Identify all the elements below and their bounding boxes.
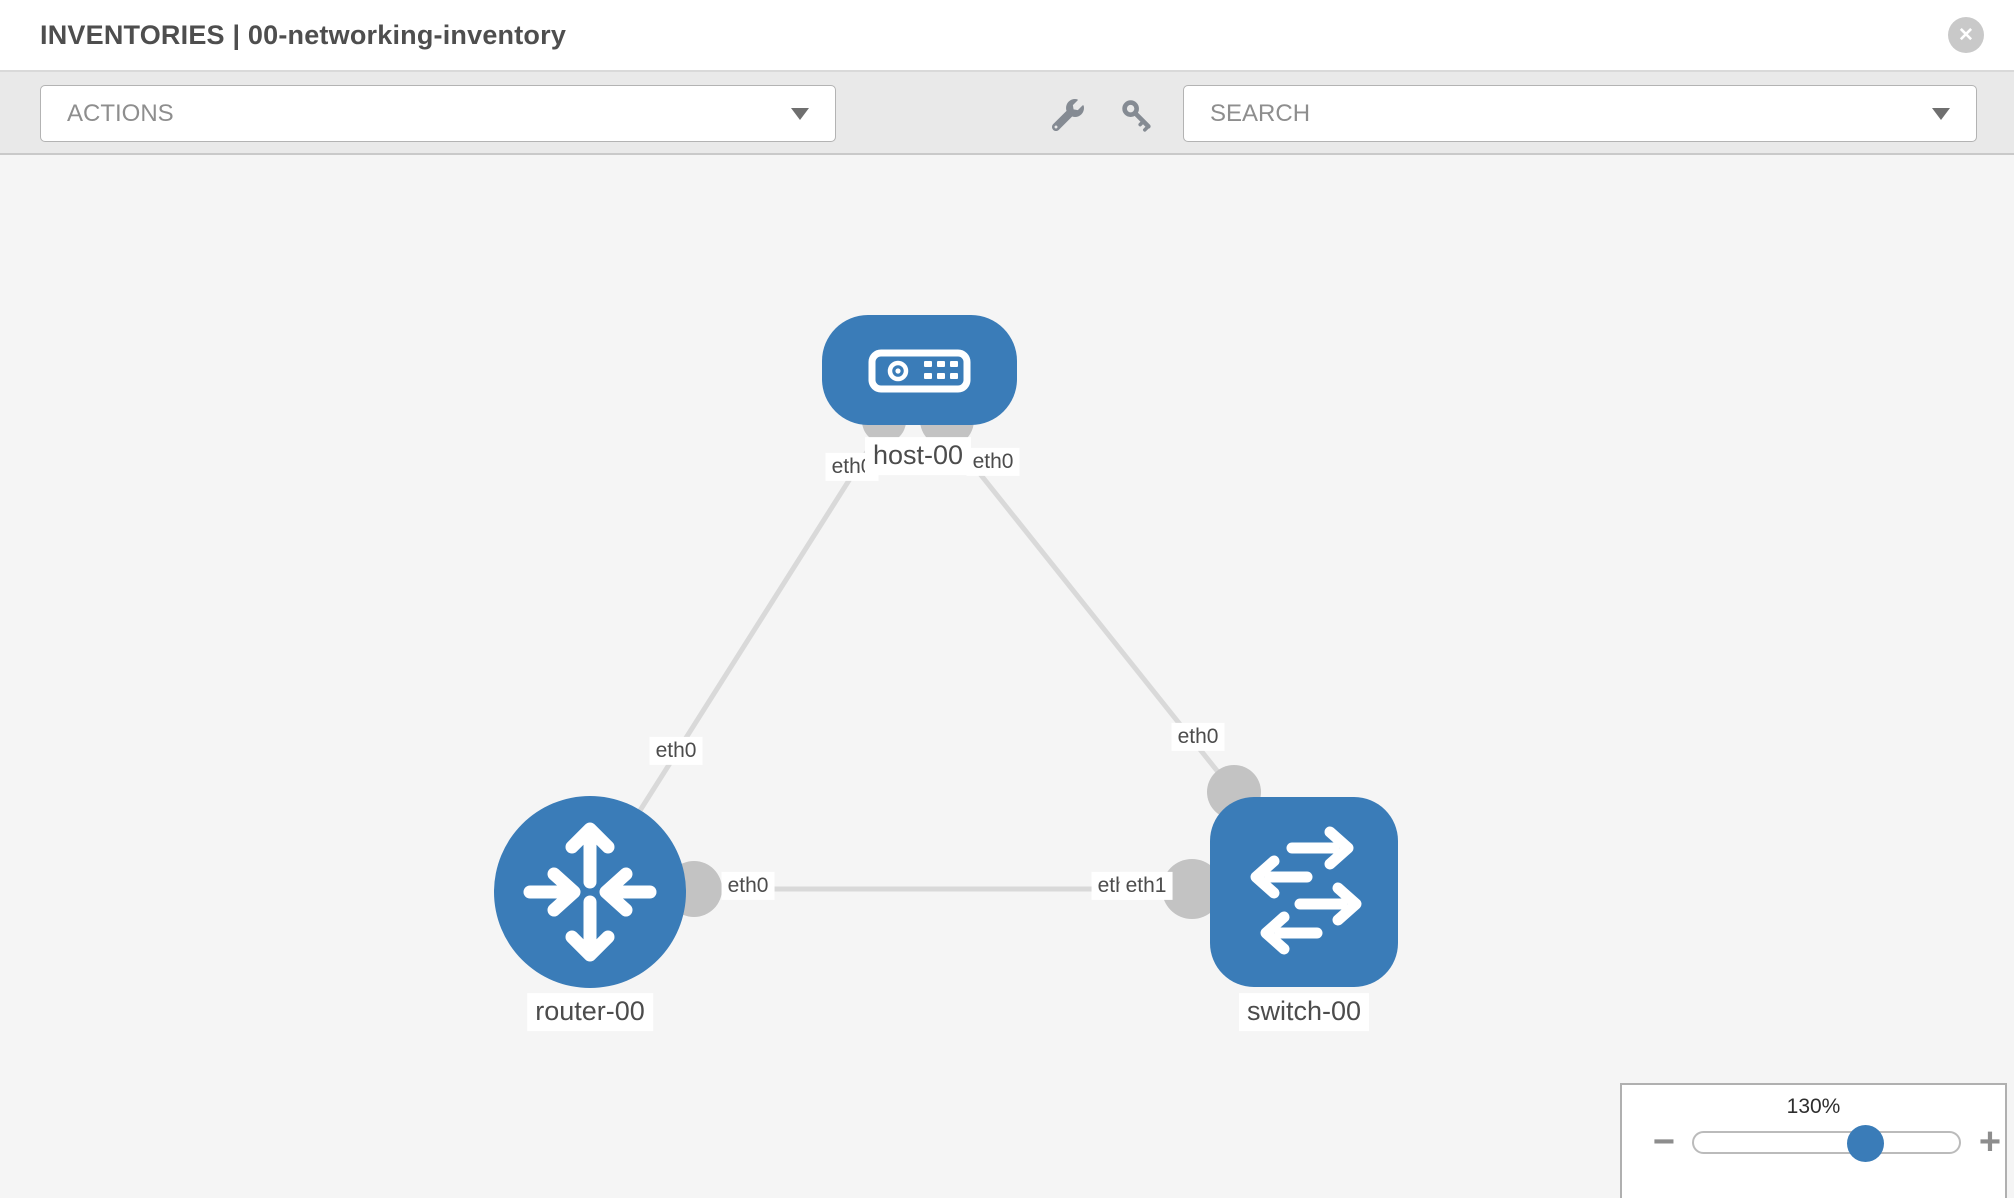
zoom-level-value: 130% (1786, 1095, 1841, 1118)
actions-dropdown[interactable]: ACTIONS (40, 85, 836, 142)
header-bar: INVENTORIES | 00-networking-inventory ✕ (0, 0, 2014, 72)
zoom-out-button[interactable]: − (1652, 1121, 1676, 1163)
iface-label-router-right: eth0 (721, 871, 775, 901)
close-button[interactable]: ✕ (1948, 17, 1984, 53)
zoom-slider-track[interactable] (1692, 1131, 1961, 1154)
iface-label-host-right: eth0 (966, 447, 1020, 477)
search-dropdown-label: SEARCH (1210, 99, 1311, 127)
chevron-down-icon (791, 107, 809, 120)
zoom-slider-handle[interactable] (1847, 1125, 1884, 1162)
node-switch[interactable] (1210, 797, 1398, 987)
zoom-widget: 130% − + (1620, 1083, 2007, 1198)
page-title: INVENTORIES | 00-networking-inventory (40, 19, 567, 50)
node-router[interactable] (494, 796, 686, 988)
iface-label-router-top: eth0 (649, 736, 703, 766)
router-icon (523, 822, 657, 962)
zoom-in-button[interactable]: + (1978, 1121, 2002, 1163)
iface-connector-switch-left[interactable] (1162, 859, 1222, 919)
node-label-router: router-00 (527, 993, 653, 1031)
close-icon: ✕ (1958, 24, 1974, 46)
iface-label-switch-top: eth0 (1171, 722, 1225, 752)
topology-canvas[interactable]: host-00 router-00 switch-00 eth0 eth0 et… (0, 155, 2014, 1198)
node-label-host: host-00 (864, 437, 972, 475)
switch-icon (1250, 826, 1362, 955)
host-icon (868, 349, 971, 393)
node-label-switch: switch-00 (1238, 993, 1370, 1031)
wrench-icon (1052, 99, 1084, 131)
iface-label-switch-left: eth1 (1119, 871, 1173, 901)
actions-dropdown-label: ACTIONS (67, 99, 174, 127)
chevron-down-icon (1932, 107, 1950, 120)
link-host-router[interactable] (619, 423, 887, 841)
topology-graph (494, 315, 1398, 988)
search-dropdown[interactable]: SEARCH (1183, 85, 1977, 142)
node-host[interactable] (822, 315, 1017, 425)
toolbar: ACTIONS SEARCH (0, 72, 2014, 155)
key-icon (1122, 100, 1151, 132)
wrench-button[interactable] (1049, 96, 1087, 134)
key-button[interactable] (1118, 96, 1156, 134)
